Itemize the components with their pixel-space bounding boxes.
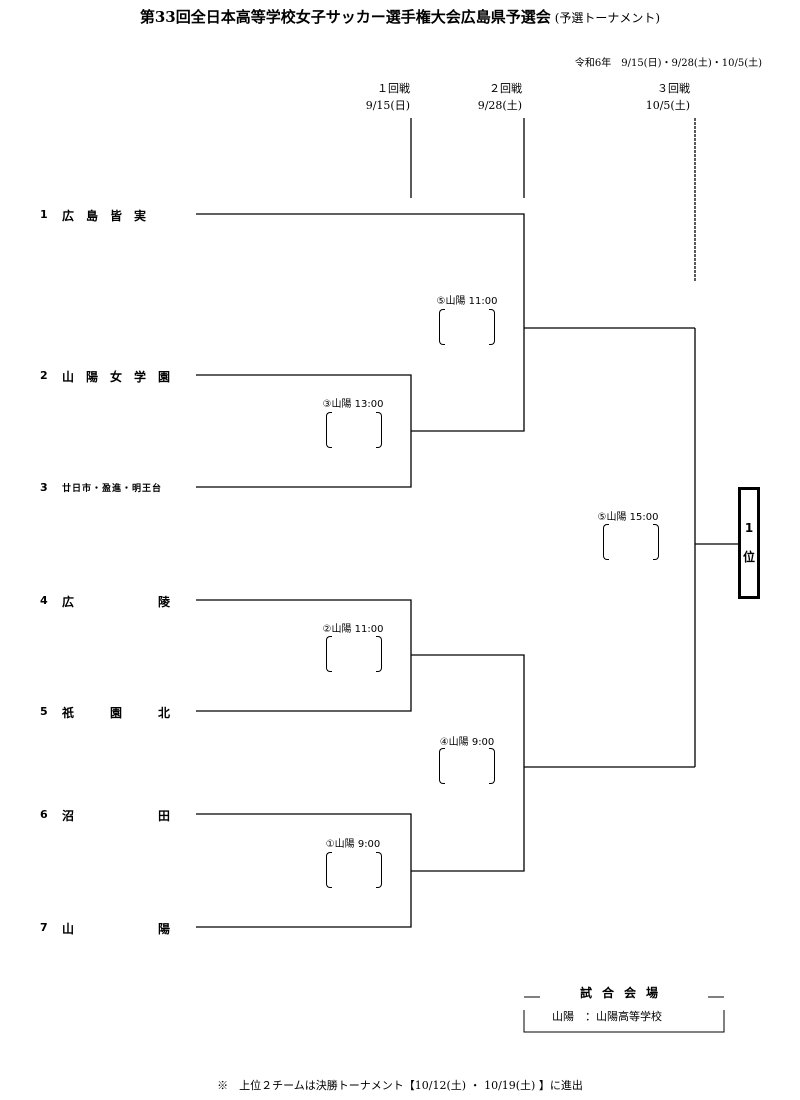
venue-text: 山陽 ：山陽高等学校: [552, 1010, 662, 1023]
team-6-name: 沼 田: [62, 809, 171, 823]
team-3-number: 3: [40, 481, 48, 494]
match-4-label: ④山陽 9:00: [439, 737, 495, 748]
round-1-header: １回戦 9/15(日): [290, 80, 410, 114]
match-5b-score-box: [603, 524, 659, 560]
match-5b-label: ⑤山陽 15:00: [597, 512, 659, 523]
team-3-name: 廿日市・盈進・明王台: [62, 484, 163, 494]
round-2-name: ２回戦: [489, 82, 522, 95]
round-3-name: ３回戦: [657, 82, 690, 95]
match-3-label: ③山陽 13:00: [322, 399, 384, 410]
match-4-score-box: [439, 748, 495, 784]
match-5a-score-box: [439, 309, 495, 345]
team-5-number: 5: [40, 705, 48, 718]
match-1-label: ①山陽 9:00: [325, 839, 381, 850]
team-4-name: 広 陵: [62, 595, 171, 609]
venue-frame: [523, 996, 725, 1033]
first-place-unit: 位: [742, 550, 755, 565]
round-3-header: ３回戦 10/5(土): [570, 80, 690, 114]
round-3-date: 10/5(土): [645, 99, 690, 112]
match-2-label: ②山陽 11:00: [322, 624, 384, 635]
schedule-dates: 令和6年 9/15(日)・9/28(土)・10/5(土): [574, 58, 762, 69]
team-7-number: 7: [40, 921, 48, 934]
first-place-number: 1: [744, 520, 754, 535]
team-4-number: 4: [40, 594, 48, 607]
venue-title: 試合会場: [579, 986, 668, 1000]
team-1-name: 広 島 皆 実: [62, 209, 147, 223]
round-2-header: ２回戦 9/28(土): [402, 80, 522, 114]
match-5a-label: ⑤山陽 11:00: [436, 296, 498, 307]
venue-panel: 試合会場 山陽 ：山陽高等学校: [524, 984, 724, 1032]
team-1-number: 1: [40, 208, 48, 221]
match-1-score-box: [326, 852, 382, 888]
round-1-date: 9/15(日): [365, 99, 410, 112]
title-subtitle: (予選トーナメント): [554, 11, 661, 25]
round-2-date: 9/28(土): [477, 99, 522, 112]
team-2-number: 2: [40, 369, 48, 382]
team-7-name: 山 陽: [62, 922, 171, 936]
match-3-score-box: [326, 412, 382, 448]
title-text: 第33回全日本高等学校女子サッカー選手権大会広島県予選会: [139, 8, 551, 26]
page-title: 第33回全日本高等学校女子サッカー選手権大会広島県予選会(予選トーナメント): [0, 6, 800, 27]
team-6-number: 6: [40, 808, 48, 821]
round-1-name: １回戦: [377, 82, 410, 95]
footnote: ※ 上位２チームは決勝トーナメント【10/12(土) ・ 10/19(土) 】に…: [217, 1079, 583, 1092]
team-5-name: 祇 園 北: [62, 706, 171, 720]
team-2-name: 山 陽 女 学 園: [62, 370, 171, 384]
first-place-box: 1 位: [738, 487, 760, 599]
match-2-score-box: [326, 636, 382, 672]
